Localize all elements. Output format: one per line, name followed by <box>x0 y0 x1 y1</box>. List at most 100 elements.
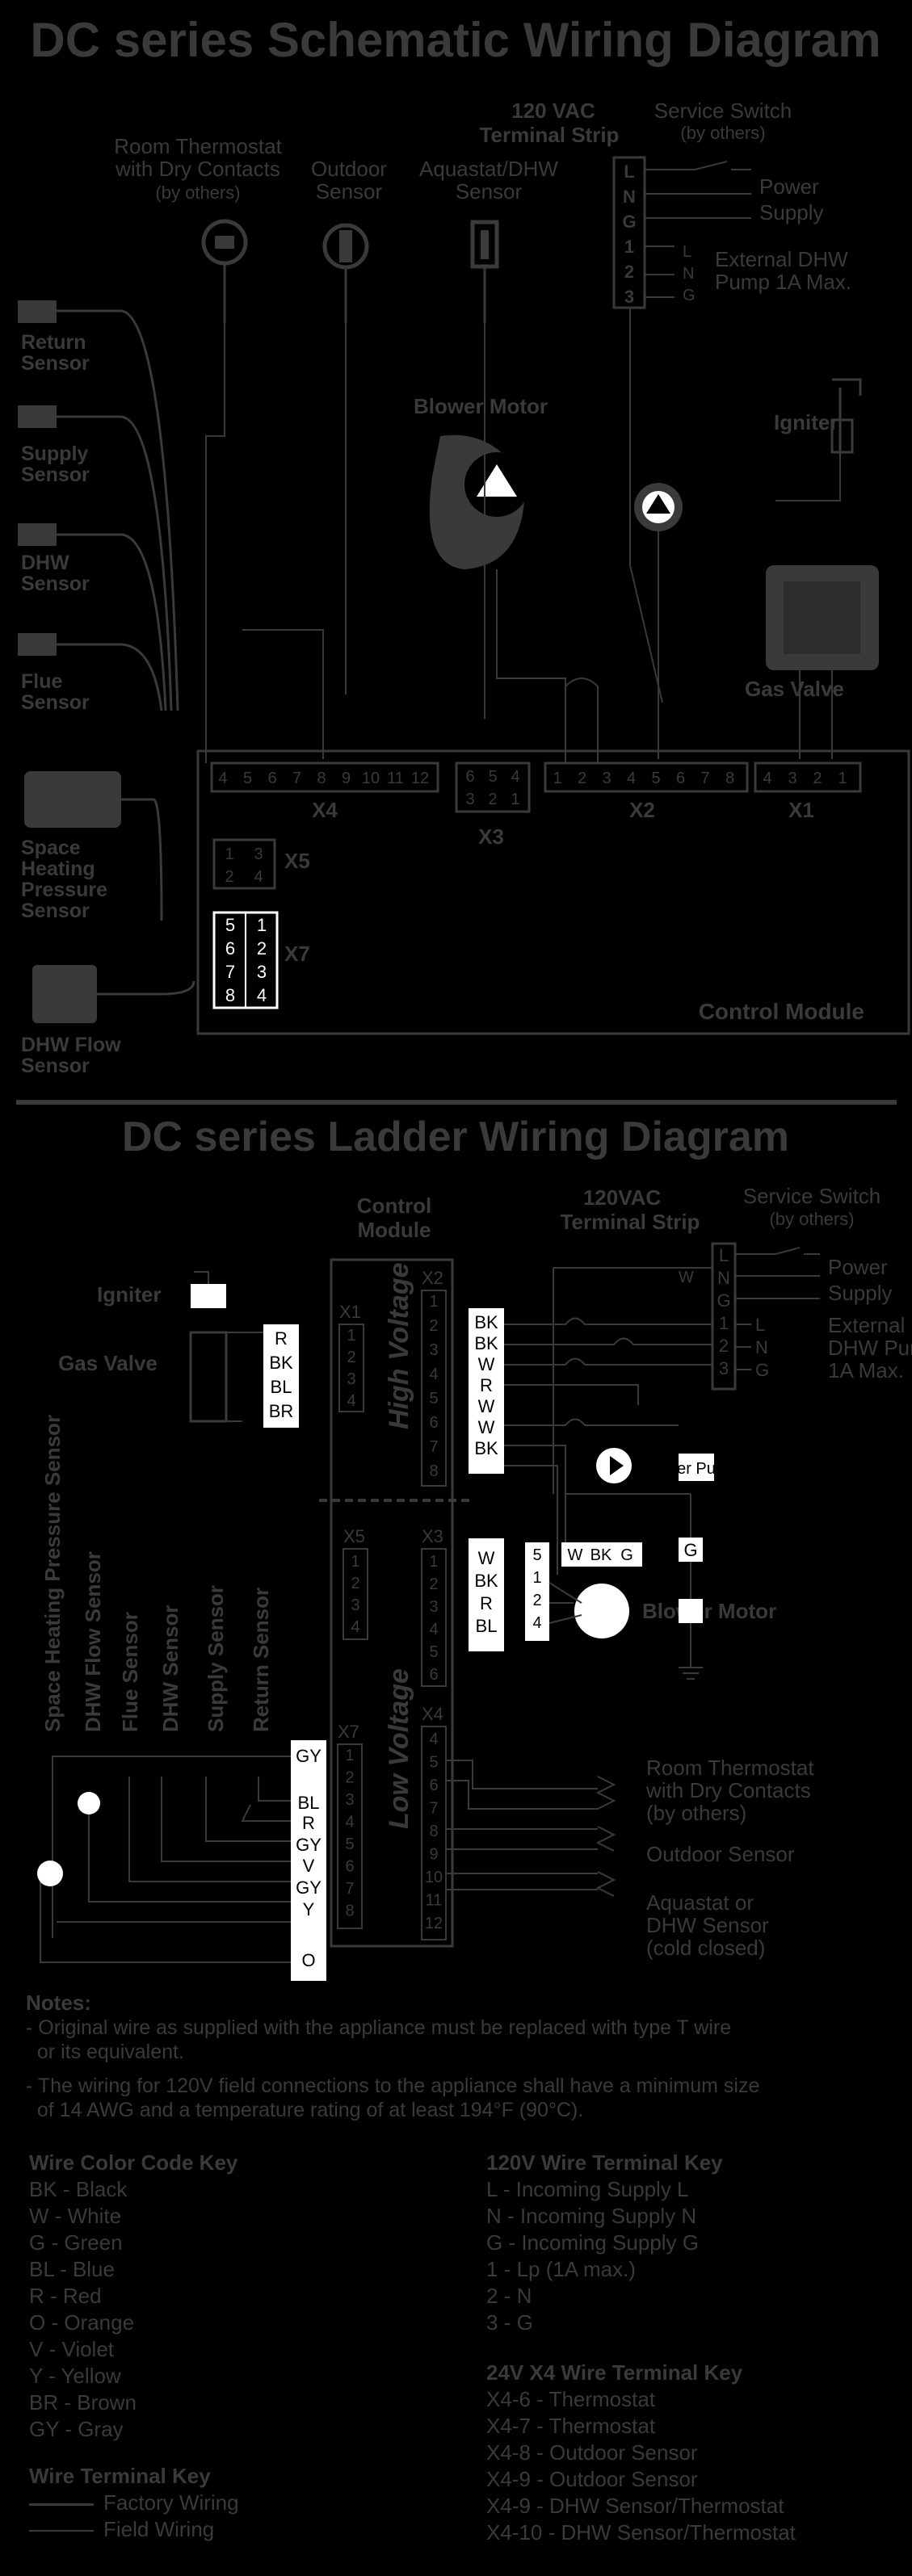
terminal-120v-key-item: 2 - N <box>486 2284 532 2308</box>
x4-pin: 4 <box>218 770 227 787</box>
ladder-blower-pin: 4 <box>532 1614 541 1632</box>
aquastat-label: Aquastat/DHW <box>419 157 558 181</box>
ladder-x2-wire-color: W <box>478 1354 495 1374</box>
outdoor-sensor-label-2: Sensor <box>316 179 383 203</box>
ladder-blower-pin: 5 <box>532 1546 541 1564</box>
high-voltage-label: High Voltage <box>384 1262 414 1429</box>
service-switch-label: Service Switch <box>654 99 792 123</box>
ladder-title: DC series Ladder Wiring Diagram <box>122 1114 789 1160</box>
wire-color-key-item: BR - Brown <box>29 2390 137 2414</box>
x7-pin: 7 <box>225 962 235 982</box>
terminal-24v-key-heading: 24V X4 Wire Terminal Key <box>486 2360 743 2385</box>
ladder-aquastat-label-2: DHW Sensor <box>646 1913 769 1937</box>
gas-valve-label: Gas Valve <box>745 677 844 701</box>
return-sensor-label-2: Sensor <box>21 352 90 375</box>
ladder-x2-wire-color: BK <box>474 1438 498 1458</box>
ladder-strip-letter: 2 <box>719 1336 729 1356</box>
x4-pin: 12 <box>411 770 429 787</box>
room-thermostat-label: Room Thermostat <box>114 134 282 158</box>
ladder-x2-pin: 7 <box>429 1438 438 1456</box>
terminal-24v-key-item: X4-7 - Thermostat <box>486 2414 656 2438</box>
outdoor-sensor-label: Outdoor <box>311 157 387 181</box>
ladder-gas-valve-box <box>189 1331 228 1423</box>
x2-pin: 6 <box>676 770 685 787</box>
dhw-sensor-label-2: Sensor <box>21 573 90 595</box>
ladder-module-frame <box>330 1258 454 1948</box>
ladder-x1-pin: 4 <box>347 1392 355 1410</box>
ladder-x3-pin: 5 <box>429 1643 438 1661</box>
x5-connector: 1 3 2 4 X5 <box>212 838 310 890</box>
ladder-blower-wire-color: BK <box>590 1546 612 1564</box>
blower-motor: Blower Motor <box>414 394 548 569</box>
ladder-terminal-strip-label-2: Terminal Strip <box>561 1210 700 1234</box>
ladder-sensor-label: Supply Sensor <box>204 1585 228 1732</box>
ladder-x4-pin: 9 <box>429 1846 438 1864</box>
ladder-x2-pin: 1 <box>429 1293 438 1311</box>
ladder-x4-pin: 6 <box>429 1777 438 1794</box>
ladder-x4-pin: 12 <box>425 1915 443 1932</box>
note-2: - The wiring for 120V field connections … <box>26 2074 898 2122</box>
aquastat-icon <box>470 220 499 323</box>
ladder-strip-letter: 3 <box>719 1358 729 1378</box>
ladder-blower-wire-color: W <box>568 1546 583 1564</box>
gas-valve: Gas Valve <box>745 565 879 701</box>
x2-pin: 1 <box>553 770 561 787</box>
ladder-x1-wire-color: BR <box>269 1401 294 1421</box>
ladder-external-pump-label-2: DHW Pump <box>828 1336 912 1360</box>
ladder-gas-valve-label: Gas Valve <box>58 1351 158 1375</box>
x4-pin: 8 <box>317 770 326 787</box>
room-thermostat-label-2: with Dry Contacts <box>115 157 280 181</box>
ladder-x2-pin: 5 <box>429 1390 438 1408</box>
ladder-x4-pin: 5 <box>429 1754 438 1772</box>
ladder-x2-pin: 8 <box>429 1462 438 1480</box>
wire-color-key-item: W - White <box>29 2204 122 2228</box>
room-thermostat-label-3: (by others) <box>155 183 240 203</box>
x4-pin: 9 <box>342 770 351 787</box>
ladder-x3-wire-color: BK <box>474 1571 498 1591</box>
ladder-room-thermostat-label: Room Thermostat <box>646 1756 814 1780</box>
x4-pin: 10 <box>362 770 380 787</box>
x5-pin: 4 <box>254 868 263 886</box>
return-sensor-label: Return <box>21 331 86 354</box>
ladder-x2-label: X2 <box>422 1268 443 1288</box>
x3-pin: 5 <box>488 768 497 786</box>
ladder-x4-pin: 7 <box>429 1800 438 1818</box>
wire-color-key-item: BK - Black <box>29 2177 128 2201</box>
control-module-label: Control Module <box>699 999 864 1024</box>
wire-color-key-item: GY - Gray <box>29 2417 124 2441</box>
ladder-x7-wire-color: BL <box>298 1793 320 1813</box>
ladder-blower-label: Blower Motor <box>642 1599 776 1623</box>
dhw-sensor: DHW Sensor <box>18 523 90 595</box>
sh-pressure-label: Space <box>21 837 81 859</box>
x1-pin: 2 <box>813 770 822 787</box>
wire-terminal-key: Wire Terminal Key Factory Wiring Field W… <box>29 2463 433 2543</box>
ladder-x7-wire-color: O <box>301 1950 315 1970</box>
x3-pin: 4 <box>511 768 519 786</box>
ladder-control-module-label: Control <box>357 1194 431 1218</box>
ladder-sensor-label: DHW Flow Sensor <box>81 1551 105 1732</box>
ladder-x2-wire-color: R <box>480 1375 493 1395</box>
ladder-blower-wire-color: G <box>620 1546 633 1564</box>
terminal-24v-key-item: X4-9 - DHW Sensor/Thermostat <box>486 2494 784 2518</box>
factory-wiring-label: Factory Wiring <box>103 2490 239 2515</box>
ladder-x7-wire-color: V <box>303 1856 315 1876</box>
x7-pin: 5 <box>225 915 235 935</box>
x7-pin: 1 <box>257 915 267 935</box>
strip-letter: 3 <box>624 287 634 307</box>
x5-pin: 2 <box>225 868 233 886</box>
power-supply-label-2: Supply <box>759 200 824 224</box>
x3-pin: 2 <box>488 791 497 808</box>
ladder-x1-wire-color: BL <box>271 1377 292 1397</box>
dhw-flow-sensor-icon <box>78 1792 100 1815</box>
x2-pin: 3 <box>602 770 611 787</box>
sh-pressure-label-2: Heating <box>21 858 95 880</box>
ladder-strip-right: N <box>755 1337 768 1357</box>
terminal-120v-key-item: L - Incoming Supply L <box>486 2177 689 2201</box>
note-2-line-1: - The wiring for 120V field connections … <box>26 2075 760 2097</box>
flue-sensor: Flue Sensor <box>18 633 90 714</box>
ladder-x2-pin: 6 <box>429 1414 438 1432</box>
ladder-x7-wire-color: GY <box>296 1877 322 1898</box>
x2-pin: 7 <box>700 770 709 787</box>
